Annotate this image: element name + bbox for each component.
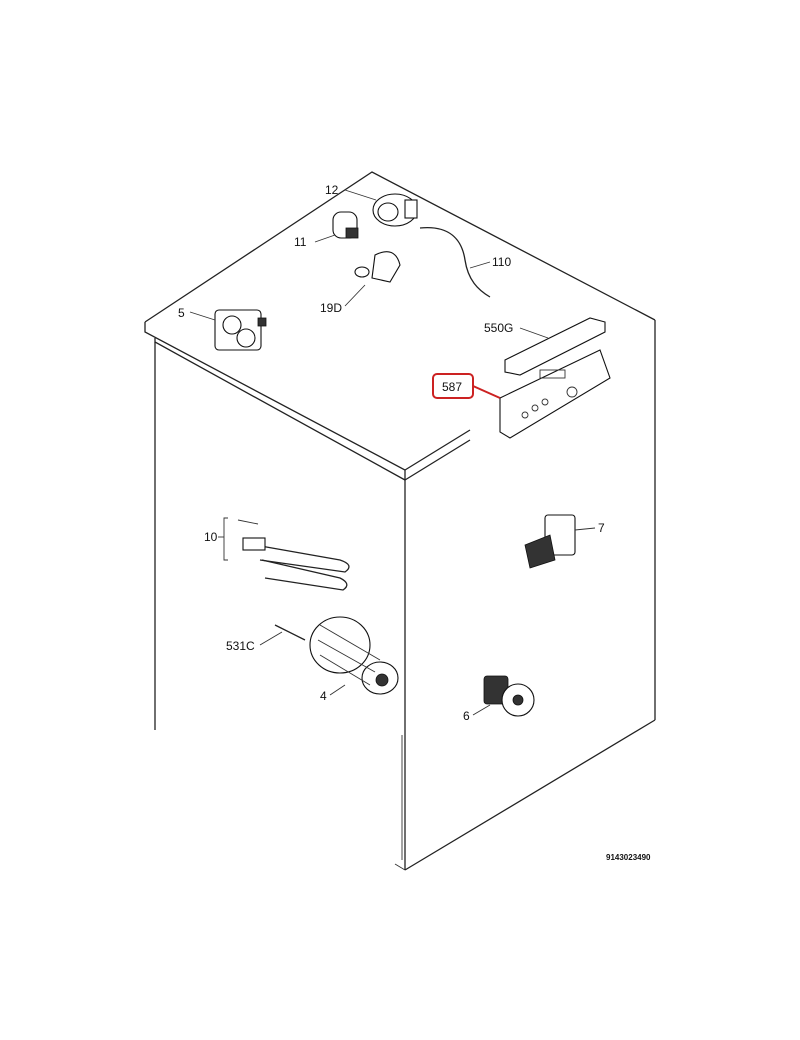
label-6: 6 — [463, 709, 470, 723]
part-6-selector-switch[interactable]: 6 — [463, 675, 535, 723]
label-550g: 550G — [484, 321, 513, 335]
part-7-door-lock[interactable]: 7 — [524, 514, 605, 569]
drawing-number: 9143023490 — [606, 853, 651, 862]
part-550g-cover[interactable]: 550G — [484, 317, 606, 376]
label-19d: 19D — [320, 301, 342, 315]
part-4-drain-pump[interactable]: 4 — [309, 616, 399, 703]
part-11-capacitor[interactable]: 11 — [294, 211, 359, 249]
label-10: 10 — [204, 530, 218, 544]
part-587-control-board[interactable]: 587 — [432, 349, 611, 439]
label-4: 4 — [320, 689, 327, 703]
label-531c: 531C — [226, 639, 255, 653]
label-7: 7 — [598, 521, 605, 535]
part-12-pressure-switch[interactable]: 12 — [325, 183, 418, 227]
label-5: 5 — [178, 306, 185, 320]
label-587: 587 — [442, 380, 462, 394]
part-531c-screw[interactable]: 531C — [226, 624, 306, 653]
part-19d-clip[interactable]: 19D — [320, 251, 401, 315]
cabinet-outline — [144, 171, 656, 871]
label-11: 11 — [294, 235, 307, 249]
part-10-heating-element[interactable]: 10 — [204, 517, 350, 591]
label-12: 12 — [325, 183, 339, 197]
label-110: 110 — [492, 255, 511, 269]
part-5-inlet-valve[interactable]: 5 — [178, 306, 267, 351]
part-110-hose[interactable]: 110 — [419, 226, 511, 298]
